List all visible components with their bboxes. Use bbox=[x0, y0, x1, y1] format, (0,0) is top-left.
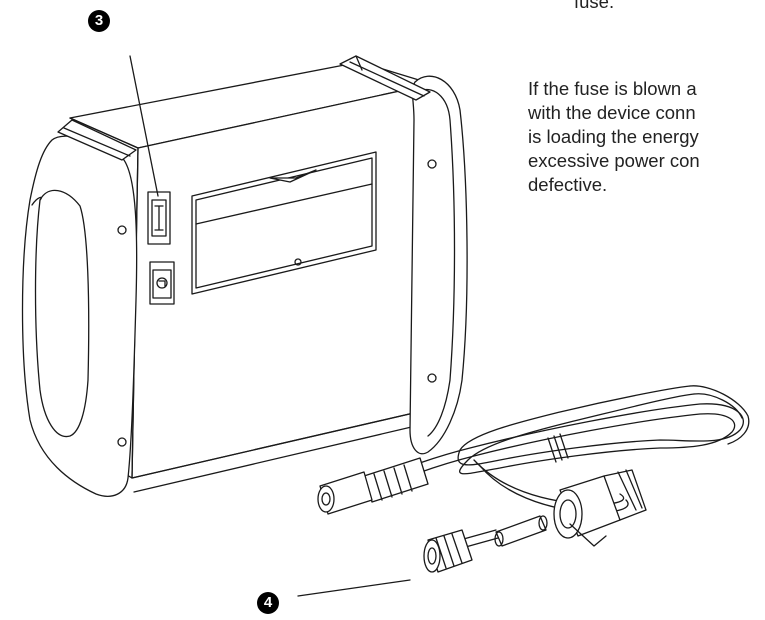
fuse-holder-icon bbox=[147, 191, 171, 245]
left-handle bbox=[21, 119, 138, 497]
paragraph-line: with the device conn bbox=[528, 102, 696, 123]
power-socket-icon bbox=[149, 261, 175, 305]
fuse-paragraph: If the fuse is blown a with the device c… bbox=[528, 77, 700, 197]
paragraph-line: defective. bbox=[528, 174, 608, 195]
text-fragment-fuse: fuse. bbox=[574, 0, 615, 12]
rear-panel bbox=[147, 151, 377, 305]
screw-icon bbox=[117, 225, 127, 235]
paragraph-line: excessive power con bbox=[528, 150, 700, 171]
paragraph-line: If the fuse is blown a bbox=[528, 78, 697, 99]
screw-icon bbox=[427, 373, 437, 383]
right-handle bbox=[339, 55, 468, 455]
power-cable bbox=[317, 385, 750, 573]
paragraph-line: is loading the energy bbox=[528, 126, 699, 147]
screw-icon bbox=[427, 159, 437, 169]
callout-4-leader bbox=[297, 579, 411, 597]
callout-number-3: 3 bbox=[88, 10, 110, 32]
callout-number-4: 4 bbox=[257, 592, 279, 614]
callout-3-leader bbox=[129, 55, 159, 197]
screw-icon bbox=[117, 437, 127, 447]
